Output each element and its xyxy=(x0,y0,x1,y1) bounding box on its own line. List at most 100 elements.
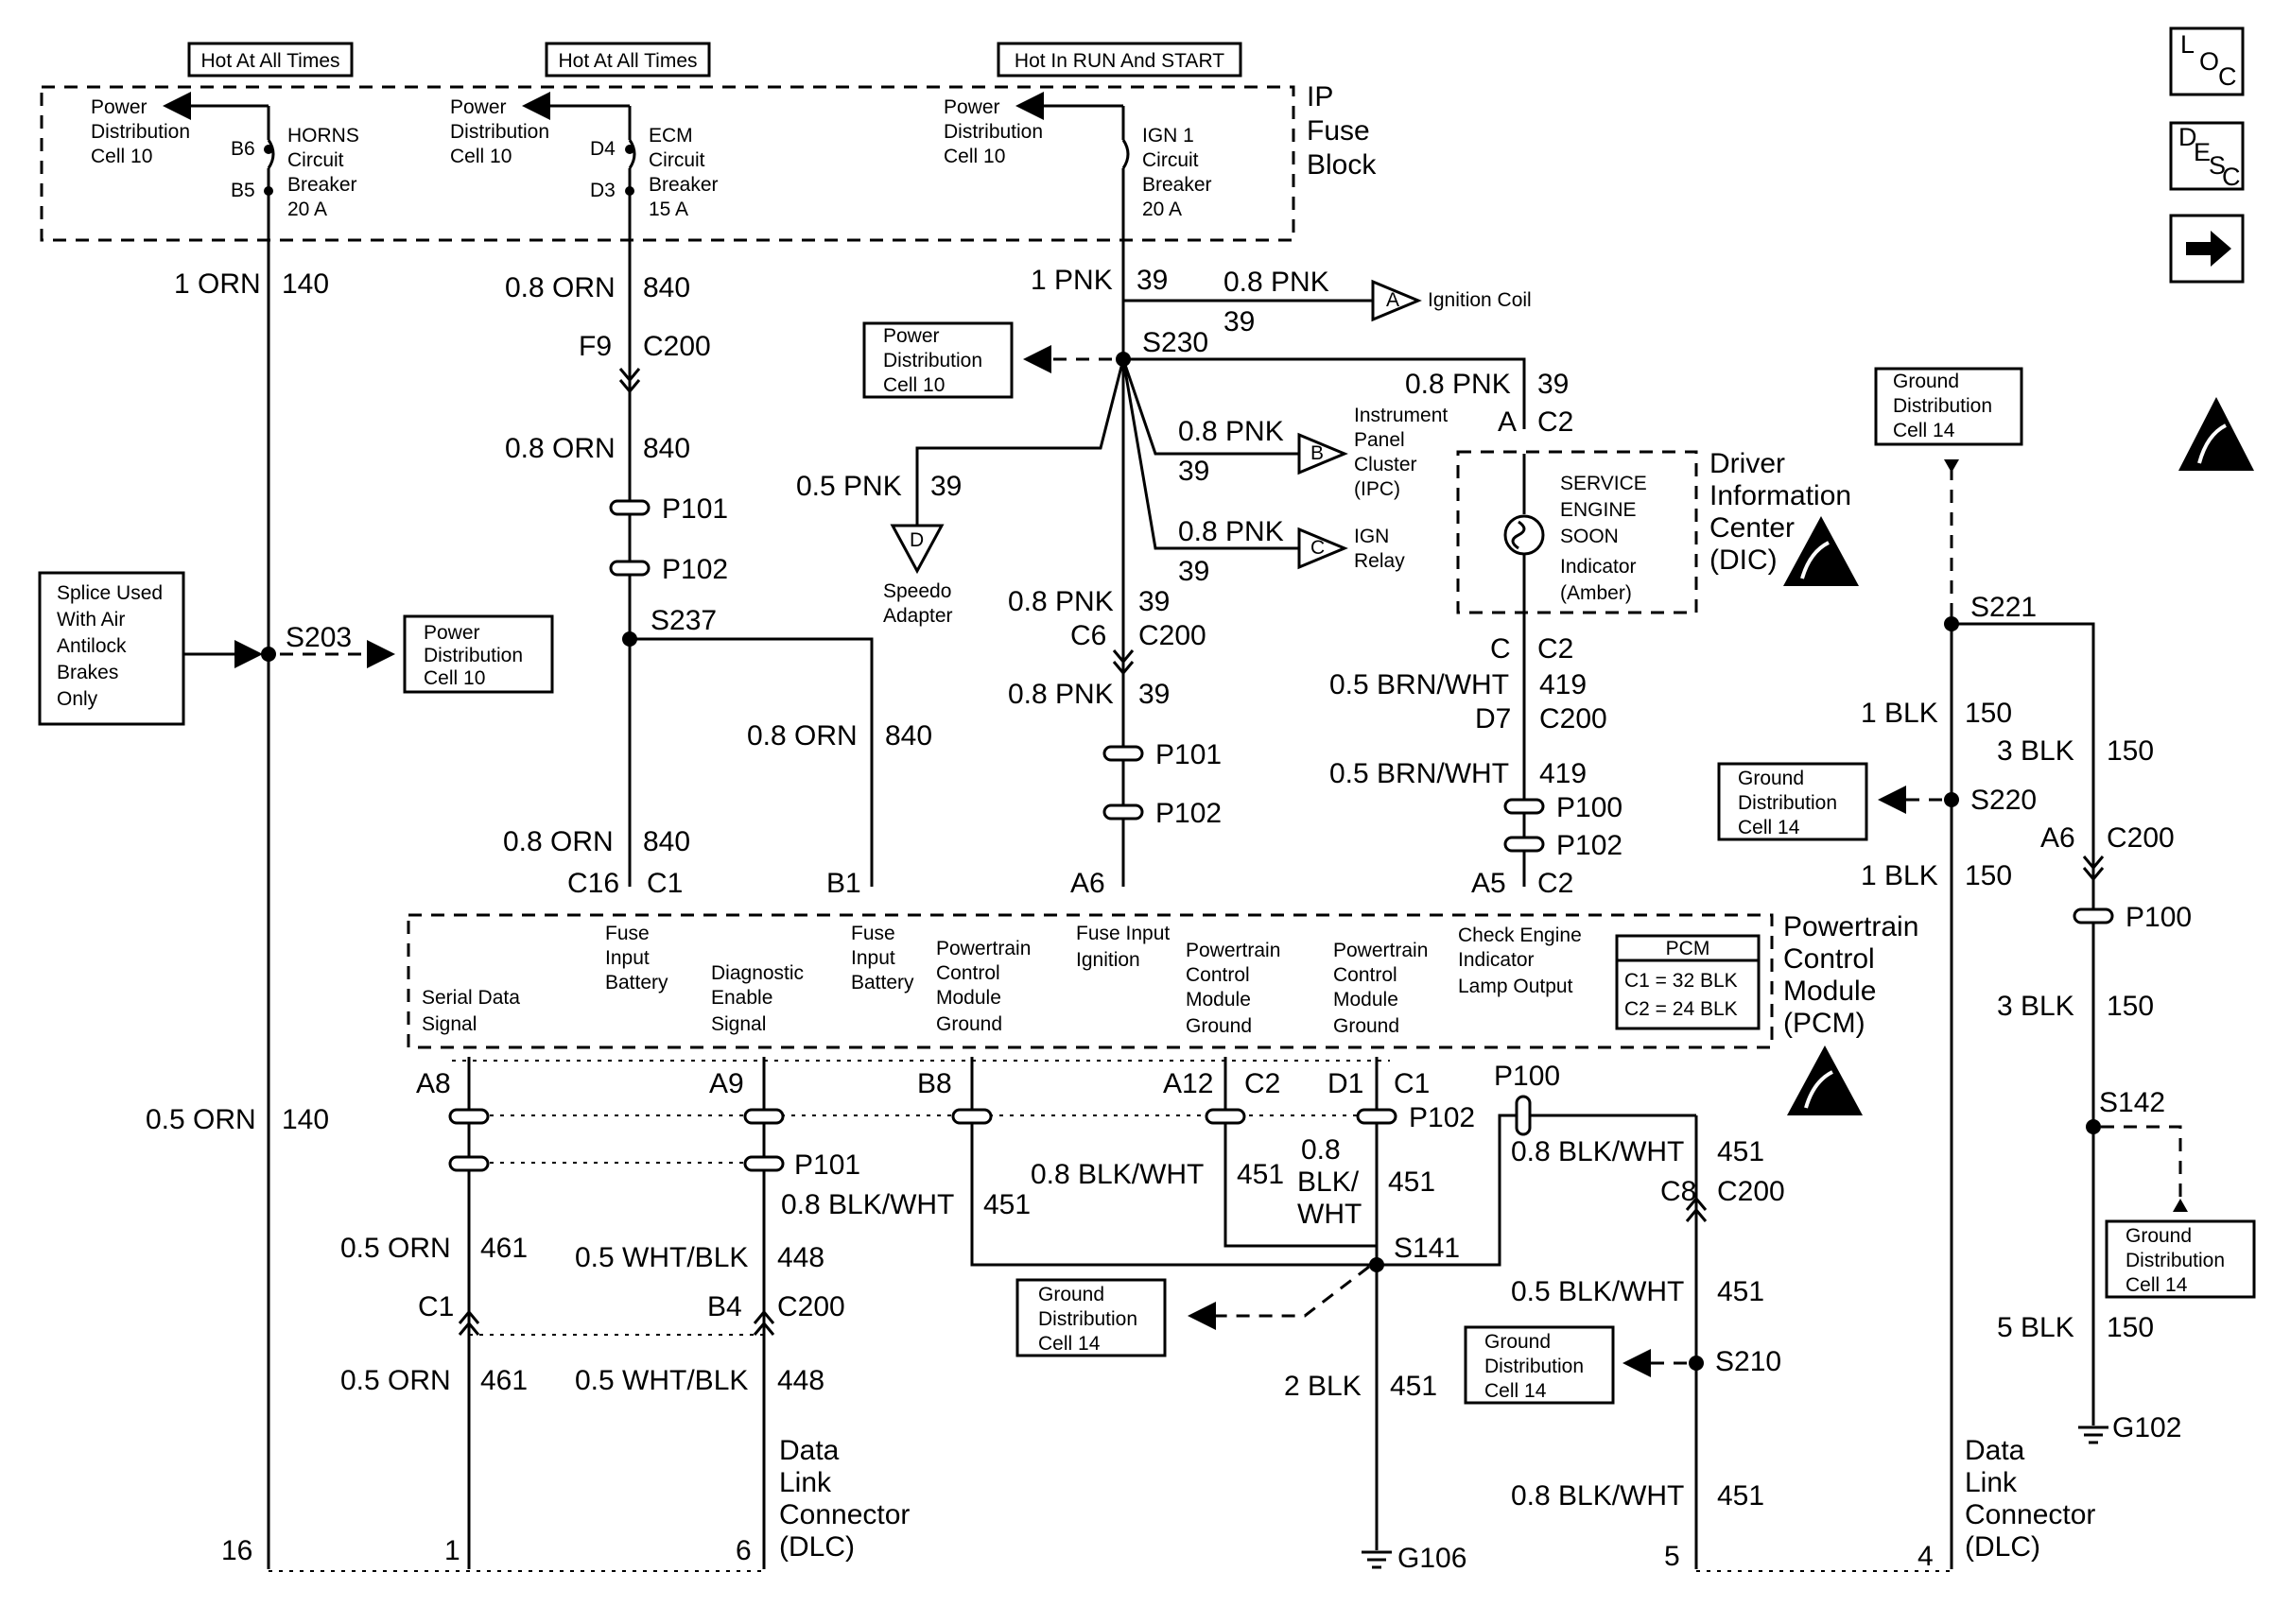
desc-icon[interactable]: D E S C xyxy=(2169,121,2245,191)
pd-label-ecm: Power Distribution Cell 10 xyxy=(450,96,549,167)
svg-text:Control: Control xyxy=(1186,964,1250,986)
svg-text:Lamp Output: Lamp Output xyxy=(1458,976,1573,997)
svg-text:Speedo: Speedo xyxy=(883,580,951,602)
splice-label: S220 xyxy=(1970,785,2037,816)
esd-warning-icon xyxy=(1787,1045,1863,1115)
svg-text:Data: Data xyxy=(779,1435,840,1466)
circuit-number: 39 xyxy=(1138,679,1170,710)
svg-text:Control: Control xyxy=(1333,964,1397,986)
wire-label: 3 BLK xyxy=(1997,735,2074,767)
loc-icon[interactable]: L O C xyxy=(2169,26,2245,96)
hot-header-ecm: Hot At All Times xyxy=(545,42,711,78)
svg-text:Distribution: Distribution xyxy=(2126,1250,2225,1271)
svg-text:Cell 14: Cell 14 xyxy=(1893,420,1955,441)
svg-text:Distribution: Distribution xyxy=(424,645,523,666)
wire-label: 1 PNK xyxy=(1031,265,1113,296)
svg-text:Powertrain: Powertrain xyxy=(1333,940,1428,961)
circuit-number: 39 xyxy=(1178,456,1209,487)
wire-label: 0.8 xyxy=(1301,1134,1341,1166)
wire-label: 0.8 BLK/WHT xyxy=(1031,1159,1204,1190)
svg-text:Only: Only xyxy=(57,688,98,710)
wire-label: 0.8 ORN xyxy=(505,272,616,303)
svg-text:Check Engine: Check Engine xyxy=(1458,924,1582,946)
svg-text:A12: A12 xyxy=(1163,1068,1213,1099)
wire-label: 0.8 PNK xyxy=(1008,586,1114,617)
svg-text:(DIC): (DIC) xyxy=(1709,544,1778,576)
splice-label: S203 xyxy=(286,622,352,653)
svg-text:Powertrain: Powertrain xyxy=(1783,911,1918,942)
svg-text:Hot In RUN And START: Hot In RUN And START xyxy=(1015,50,1224,72)
next-arrow-icon[interactable] xyxy=(2169,214,2245,284)
circuit-number: 451 xyxy=(983,1189,1031,1220)
circuit-number: 451 xyxy=(1390,1371,1437,1402)
svg-text:Diagnostic: Diagnostic xyxy=(711,962,804,984)
circuit-number: 419 xyxy=(1539,669,1587,700)
connector-label: C200 xyxy=(1138,620,1206,651)
svg-text:B1: B1 xyxy=(826,868,861,899)
hot-header-ign: Hot In RUN And START xyxy=(997,42,1242,78)
hot-header-horns: Hot At All Times xyxy=(187,42,354,78)
svg-text:Cell 10: Cell 10 xyxy=(424,667,485,689)
svg-text:ENGINE: ENGINE xyxy=(1560,499,1637,521)
circuit-number: 451 xyxy=(1717,1136,1764,1167)
svg-text:Powertrain: Powertrain xyxy=(1186,940,1280,961)
svg-text:IGN: IGN xyxy=(1354,526,1389,547)
connector-label: P102 xyxy=(1155,798,1222,829)
svg-text:C: C xyxy=(2222,163,2241,191)
ignition-coil-connector xyxy=(1371,279,1422,322)
svg-text:Battery: Battery xyxy=(851,972,914,993)
svg-text:Information: Information xyxy=(1709,480,1851,511)
svg-text:Powertrain: Powertrain xyxy=(936,938,1031,959)
svg-text:(DLC): (DLC) xyxy=(1965,1531,2040,1563)
connector-label: P101 xyxy=(662,493,728,525)
svg-text:Block: Block xyxy=(1307,149,1377,181)
connector-label: D xyxy=(910,529,924,551)
circuit-number: 150 xyxy=(2107,735,2154,767)
svg-text:Input: Input xyxy=(851,947,895,969)
connector-label: P101 xyxy=(1155,739,1222,770)
svg-text:(DLC): (DLC) xyxy=(779,1531,855,1563)
svg-text:Antilock: Antilock xyxy=(57,635,127,657)
svg-text:IP: IP xyxy=(1307,81,1333,112)
circuit-number: 448 xyxy=(777,1242,824,1273)
circuit-number: 39 xyxy=(1178,556,1209,587)
pd-label-horns: Power Distribution Cell 10 xyxy=(91,96,190,167)
connector-label: C200 xyxy=(1539,703,1607,734)
gd-box-s220: Ground Distribution Cell 14 xyxy=(1717,762,1868,841)
svg-text:Ground: Ground xyxy=(1038,1284,1104,1305)
pcm-top-pins: C16 C1 B1 A6 A5 C2 xyxy=(567,868,1573,899)
pcm-signal-labels: Serial Data Signal Fuse Input Battery Di… xyxy=(422,923,1582,1037)
wire-label: 2 BLK xyxy=(1284,1371,1362,1402)
esd-warning-icon xyxy=(1783,516,1859,586)
circuit-number: 39 xyxy=(1223,306,1255,337)
circuit-number: 140 xyxy=(282,268,329,300)
circuit-number: 451 xyxy=(1717,1276,1764,1307)
circuit-number: 150 xyxy=(1965,698,2012,729)
svg-text:D: D xyxy=(2178,123,2197,151)
svg-text:16: 16 xyxy=(221,1535,252,1566)
svg-text:C: C xyxy=(2218,62,2237,91)
svg-text:S: S xyxy=(2209,151,2226,180)
svg-text:Module: Module xyxy=(1186,989,1251,1011)
svg-text:Distribution: Distribution xyxy=(1893,395,1992,417)
ign-relay-label: IGN Relay xyxy=(1354,526,1405,572)
svg-text:(Amber): (Amber) xyxy=(1560,582,1632,604)
pin-d3: D3 xyxy=(590,180,616,201)
svg-text:E: E xyxy=(2194,138,2211,166)
svg-text:C1: C1 xyxy=(647,868,683,899)
svg-text:Distribution: Distribution xyxy=(883,350,982,371)
wire-label: 0.5 BRN/WHT xyxy=(1329,669,1509,700)
wire-label: 0.8 PNK xyxy=(1223,267,1329,298)
svg-text:Fuse: Fuse xyxy=(851,923,895,944)
wire-label: 0.5 BRN/WHT xyxy=(1329,758,1509,789)
svg-text:Power: Power xyxy=(91,96,147,118)
svg-text:15 A: 15 A xyxy=(649,199,688,220)
ipc-label: Instrument Panel Cluster (IPC) xyxy=(1354,405,1448,500)
ground-label: G106 xyxy=(1397,1543,1466,1574)
svg-text:Battery: Battery xyxy=(605,972,668,993)
svg-text:Connector: Connector xyxy=(1965,1499,2095,1530)
connector-label: P100 xyxy=(2126,902,2192,933)
svg-text:C16: C16 xyxy=(567,868,619,899)
svg-text:Control: Control xyxy=(936,962,1000,984)
ign-relay-connector xyxy=(1297,527,1348,570)
